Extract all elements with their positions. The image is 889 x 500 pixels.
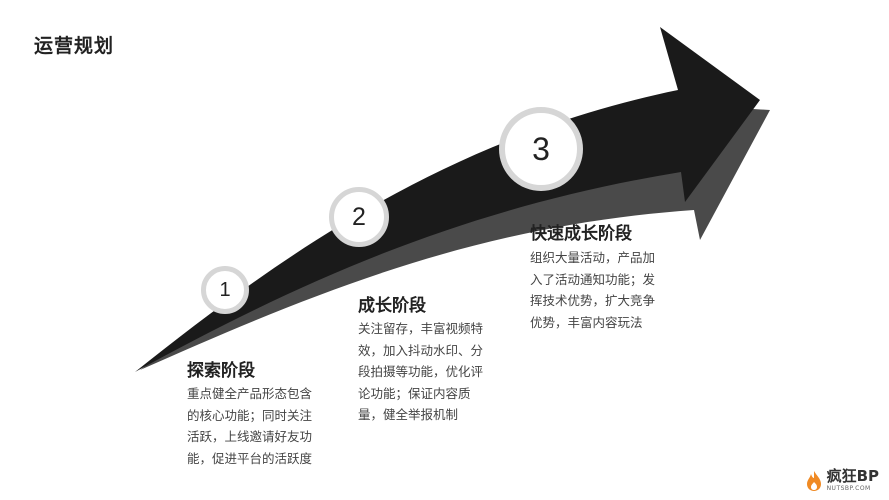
stage-2-line: 段拍摄等功能，优化评 (358, 364, 484, 379)
stage-3-number: 3 (532, 130, 550, 167)
stage-2-line: 关注留存，丰富视频特 (358, 321, 484, 336)
arrow-body (135, 27, 760, 372)
page-title: 运营规划 (34, 35, 115, 57)
stage-1-description: 重点健全产品形态包含 的核心功能；同时关注 活跃，上线邀请好友功 能，促进平台的… (187, 383, 312, 469)
stage-2-line: 论功能；保证内容质 (358, 385, 471, 401)
stage-2-line: 量，健全举报机制 (358, 407, 459, 422)
stage-1-number: 1 (219, 278, 231, 301)
stage-3-line: 优势，丰富内容玩法 (530, 314, 643, 330)
stage-3-line: 组织大量活动，产品加 (530, 250, 656, 265)
stage-3-title: 快速成长阶段 (530, 224, 632, 244)
stage-1-line: 能，促进平台的活跃度 (187, 450, 313, 466)
stage-3-line: 入了活动通知功能；发 (530, 271, 656, 287)
stage-1-line: 的核心功能；同时关注 (187, 407, 313, 423)
stage-1-circle: 1 (201, 266, 249, 314)
stage-3-line: 挥技术优势，扩大竞争 (530, 293, 656, 308)
stage-1-line: 重点健全产品形态包含 (187, 386, 313, 401)
stage-3-circle: 3 (499, 107, 583, 191)
stage-3-description: 组织大量活动，产品加 入了活动通知功能；发 挥技术优势，扩大竞争 优势，丰富内容… (530, 247, 655, 333)
stage-2-description: 关注留存，丰富视频特 效，加入抖动水印、分 段拍摄等功能，优化评 论功能；保证内… (358, 318, 483, 426)
brand-name: 疯狂BP (826, 467, 879, 485)
flame-icon (806, 470, 821, 491)
stage-2-title: 成长阶段 (358, 296, 426, 316)
brand-logo: 疯狂BP NUTSBP.COM (806, 469, 879, 492)
stage-2-number: 2 (352, 202, 366, 231)
stage-2-line: 效，加入抖动水印、分 (358, 342, 484, 358)
stage-1-title: 探索阶段 (187, 361, 255, 381)
stage-1-line: 活跃，上线邀请好友功 (187, 429, 313, 444)
brand-url: NUTSBP.COM (826, 485, 871, 492)
stage-2-circle: 2 (329, 187, 389, 247)
